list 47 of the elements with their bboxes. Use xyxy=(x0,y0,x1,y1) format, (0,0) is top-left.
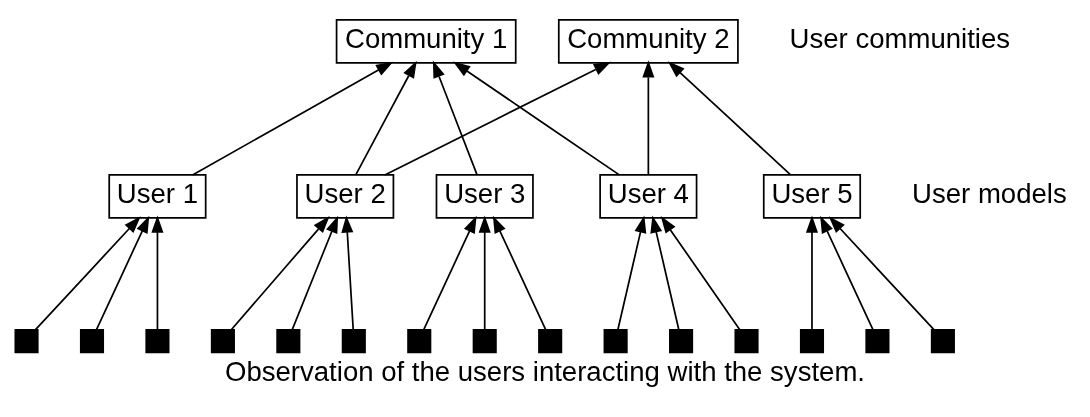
node-box xyxy=(669,329,694,354)
node-box xyxy=(341,329,366,354)
node-box xyxy=(799,329,825,354)
node-box xyxy=(603,329,628,354)
node-box xyxy=(930,329,955,354)
node-box xyxy=(276,329,301,354)
node-box: Community 2 xyxy=(557,19,739,64)
arrow xyxy=(667,61,792,176)
arrow xyxy=(492,215,547,331)
node-box xyxy=(79,329,105,354)
node-box: Community 1 xyxy=(335,19,517,64)
node-box xyxy=(865,329,890,354)
arrow xyxy=(383,61,612,176)
node-box xyxy=(734,329,759,354)
arrow xyxy=(291,215,339,331)
node-box xyxy=(210,329,235,354)
node-box xyxy=(472,329,497,354)
arrow xyxy=(422,215,477,331)
arrow xyxy=(341,215,355,331)
arrow xyxy=(650,215,680,331)
node-box: User 4 xyxy=(599,174,698,219)
label: User models xyxy=(912,177,1067,209)
node-box: User 5 xyxy=(762,174,862,219)
arrow xyxy=(432,60,478,176)
arrow xyxy=(805,215,819,331)
arrow xyxy=(478,215,491,331)
node-box xyxy=(407,329,432,354)
arrow xyxy=(151,215,164,331)
node-box: User 2 xyxy=(296,174,395,219)
arrow xyxy=(453,61,621,176)
arrow xyxy=(820,215,874,331)
node-box xyxy=(538,329,563,354)
arrow xyxy=(660,215,741,331)
arrow xyxy=(95,215,150,331)
arrow xyxy=(191,61,394,176)
node-box xyxy=(14,329,39,354)
node-box: User 3 xyxy=(435,174,534,219)
arrow xyxy=(617,215,647,331)
arrow xyxy=(828,216,935,331)
arrow xyxy=(642,60,655,176)
node-box xyxy=(145,329,170,354)
label: User communities xyxy=(789,22,1011,54)
arrow xyxy=(34,216,141,331)
caption: Observation of the users interacting with the system. xyxy=(225,356,865,388)
arrow xyxy=(354,60,417,176)
node-box: User 1 xyxy=(108,174,207,219)
arrow xyxy=(230,216,330,331)
